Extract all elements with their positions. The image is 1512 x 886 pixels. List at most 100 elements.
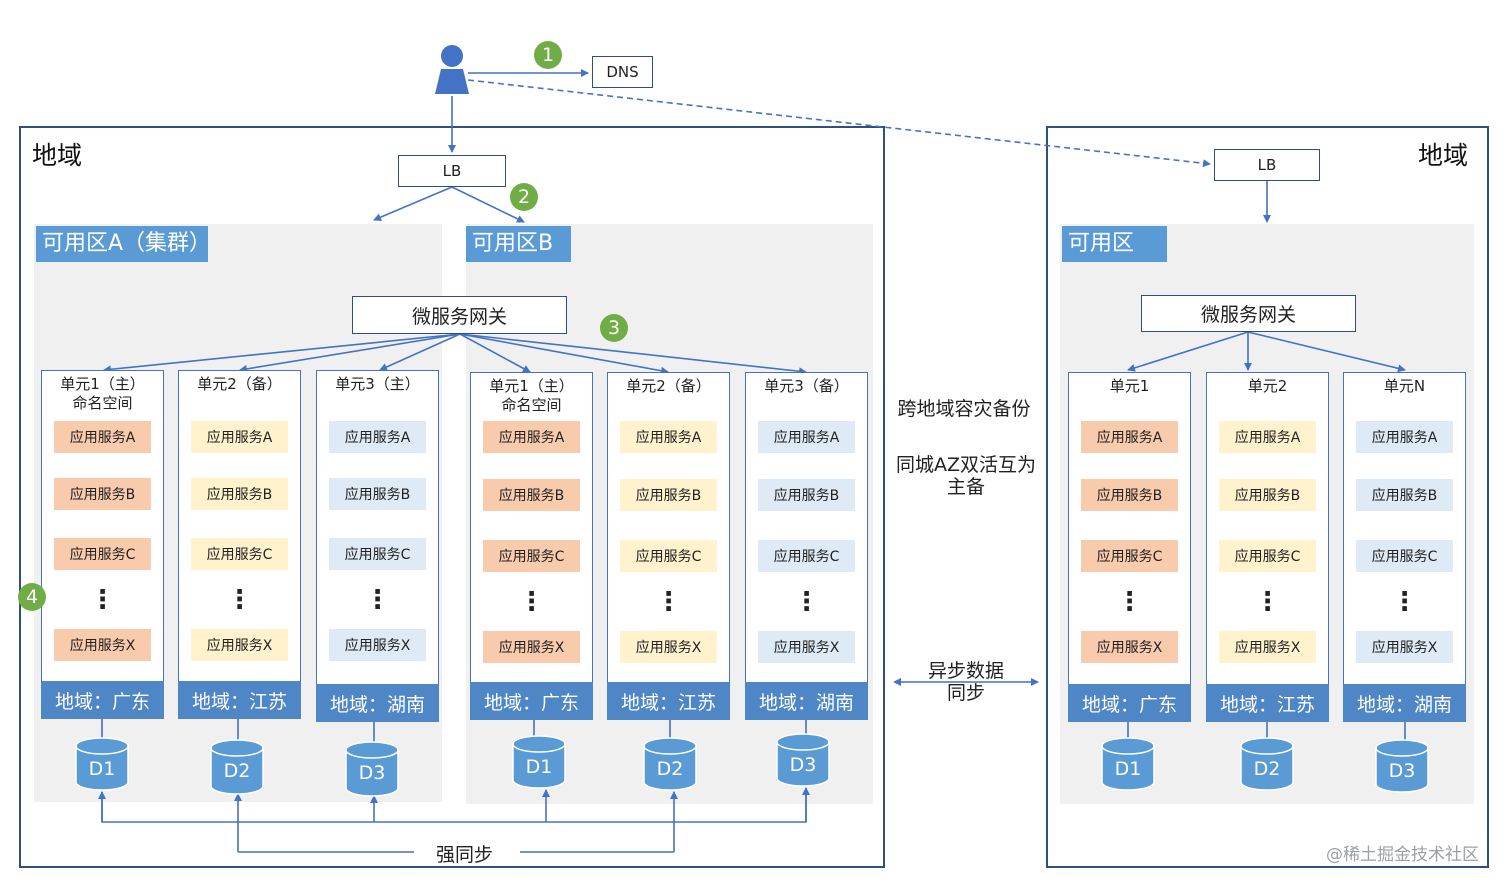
- service-item: 应用服务A: [1356, 421, 1453, 453]
- service-item: 应用服务C: [54, 538, 151, 570]
- unit-title: 单元3（主）: [335, 375, 420, 393]
- service-item: 应用服务C: [758, 540, 855, 572]
- step-badge-3: 3: [600, 314, 628, 342]
- unit-card: 单元3（主） 应用服务A 应用服务B 应用服务C ⋮ 应用服务X 地域：湖南: [316, 370, 439, 722]
- step-badge-2: 2: [510, 183, 538, 211]
- more-services-ellipsis: ⋮: [364, 585, 391, 615]
- unit-title: 单元1: [1109, 377, 1150, 395]
- left-region-title: 地域: [32, 141, 83, 170]
- left-gateway-box: 微服务网关: [352, 296, 567, 334]
- service-item: 应用服务C: [191, 538, 288, 570]
- database-label: D2: [1253, 758, 1281, 780]
- right-region-title: 地域: [1418, 141, 1469, 170]
- unit-card: 单元1（主） 命名空间 应用服务A 应用服务B 应用服务C ⋮ 应用服务X 地域…: [41, 370, 164, 719]
- service-item: 应用服务A: [483, 421, 580, 453]
- service-item: 应用服务A: [1219, 421, 1316, 453]
- left-lb-box: LB: [398, 155, 506, 187]
- service-item: 应用服务B: [483, 479, 580, 511]
- unit-card: 单元1 应用服务A 应用服务B 应用服务C ⋮ 应用服务X 地域：广东: [1068, 372, 1191, 722]
- unit-region-footer: 地域：湖南: [316, 684, 439, 722]
- service-item: 应用服务B: [1356, 479, 1453, 511]
- right-lb-box: LB: [1214, 149, 1320, 181]
- person-icon: [435, 45, 469, 94]
- service-item: 应用服务C: [1219, 540, 1316, 572]
- right-region-frame: [1046, 126, 1489, 868]
- unit-title: 单元1（主） 命名空间: [60, 375, 145, 412]
- service-item: 应用服务C: [483, 540, 580, 572]
- database-cylinder-icon: [776, 733, 830, 787]
- more-services-ellipsis: ⋮: [518, 587, 545, 617]
- database-cylinder-icon: [345, 741, 399, 797]
- unit-title: 单元2: [1247, 377, 1288, 395]
- service-item: 应用服务B: [758, 479, 855, 511]
- service-item: 应用服务X: [329, 629, 426, 661]
- watermark: @稀土掘金技术社区: [1326, 845, 1479, 865]
- service-item: 应用服务C: [620, 540, 717, 572]
- service-item: 应用服务A: [54, 421, 151, 453]
- service-item: 应用服务A: [1081, 421, 1178, 453]
- unit-region-footer: 地域：江苏: [178, 681, 301, 719]
- database-cylinder-icon: [512, 735, 566, 789]
- unit-region-footer: 地域：江苏: [1206, 684, 1329, 722]
- unit-title: 单元2（备）: [197, 375, 282, 393]
- zone-b-label: 可用区B: [466, 226, 571, 262]
- strong-sync-label: 强同步: [436, 844, 494, 866]
- more-services-ellipsis: ⋮: [89, 585, 116, 615]
- unit-region-footer: 地域：广东: [41, 681, 164, 719]
- service-item: 应用服务C: [329, 538, 426, 570]
- more-services-ellipsis: ⋮: [793, 587, 820, 617]
- unit-title: 单元N: [1383, 377, 1426, 395]
- database-label: D1: [1114, 758, 1142, 780]
- database-label: D2: [223, 760, 251, 782]
- unit-region-footer: 地域：湖南: [1343, 684, 1466, 722]
- database-cylinder-icon: [210, 739, 264, 795]
- service-item: 应用服务C: [1356, 540, 1453, 572]
- database-cylinder-icon: [1101, 737, 1155, 791]
- service-item: 应用服务B: [191, 478, 288, 510]
- database-cylinder-icon: [1375, 739, 1429, 793]
- unit-title: 单元1（主） 命名空间: [489, 377, 574, 414]
- service-item: 应用服务B: [329, 478, 426, 510]
- service-item: 应用服务X: [758, 631, 855, 663]
- zone-a-label: 可用区A（集群）: [36, 226, 211, 262]
- unit-card: 单元N 应用服务A 应用服务B 应用服务C ⋮ 应用服务X 地域：湖南: [1343, 372, 1466, 722]
- service-item: 应用服务X: [1219, 631, 1316, 663]
- step-badge-1: 1: [534, 41, 562, 69]
- right-gateway-box: 微服务网关: [1141, 295, 1356, 332]
- service-item: 应用服务X: [1356, 631, 1453, 663]
- database-cylinder-icon: [643, 737, 697, 791]
- step-badge-4: 4: [18, 583, 46, 611]
- unit-region-footer: 地域：湖南: [745, 682, 868, 720]
- database-label: D3: [789, 754, 817, 776]
- more-services-ellipsis: ⋮: [226, 585, 253, 615]
- service-item: 应用服务A: [191, 421, 288, 453]
- service-item: 应用服务B: [620, 479, 717, 511]
- unit-card: 单元2（备） 应用服务A 应用服务B 应用服务C ⋮ 应用服务X 地域：江苏: [607, 372, 730, 720]
- service-item: 应用服务A: [620, 421, 717, 453]
- service-item: 应用服务X: [54, 629, 151, 661]
- database-cylinder-icon: [1240, 737, 1294, 791]
- cross-region-backup-note: 跨地域容灾备份: [897, 398, 1031, 420]
- service-item: 应用服务X: [620, 631, 717, 663]
- unit-title: 单元2（备）: [626, 377, 711, 395]
- unit-card: 单元1（主） 命名空间 应用服务A 应用服务B 应用服务C ⋮ 应用服务X 地域…: [470, 372, 593, 720]
- service-item: 应用服务X: [191, 629, 288, 661]
- service-item: 应用服务B: [54, 478, 151, 510]
- more-services-ellipsis: ⋮: [1391, 587, 1418, 617]
- database-cylinder-icon: [75, 737, 129, 791]
- right-zone-label: 可用区: [1062, 226, 1167, 262]
- service-item: 应用服务C: [1081, 540, 1178, 572]
- unit-region-footer: 地域：广东: [470, 682, 593, 720]
- database-label: D1: [525, 756, 553, 778]
- unit-card: 单元2 应用服务A 应用服务B 应用服务C ⋮ 应用服务X 地域：江苏: [1206, 372, 1329, 722]
- service-item: 应用服务B: [1081, 479, 1178, 511]
- database-label: D1: [88, 758, 116, 780]
- more-services-ellipsis: ⋮: [1254, 587, 1281, 617]
- unit-region-footer: 地域：江苏: [607, 682, 730, 720]
- service-item: 应用服务A: [329, 421, 426, 453]
- service-item: 应用服务X: [1081, 631, 1178, 663]
- more-services-ellipsis: ⋮: [655, 587, 682, 617]
- more-services-ellipsis: ⋮: [1116, 587, 1143, 617]
- unit-title: 单元3（备）: [764, 377, 849, 395]
